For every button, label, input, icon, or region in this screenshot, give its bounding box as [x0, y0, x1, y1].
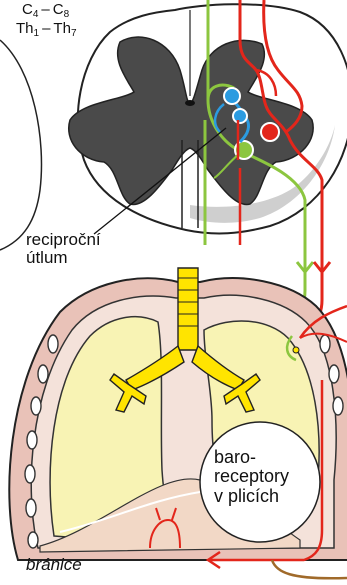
segment-th1: Th1 — [16, 20, 39, 37]
central-canal — [185, 100, 195, 106]
inhibition-line-2: útlum — [26, 249, 101, 267]
segment-label-thoracic: Th1–Th7 — [16, 21, 77, 40]
nerve-junction-dot — [293, 347, 299, 353]
trachea — [178, 268, 198, 350]
interneuron-body-lower — [233, 109, 247, 123]
segment-th7: Th7 — [53, 20, 76, 37]
baroreceptors-line-3: v plicích — [214, 487, 289, 506]
inhibition-line-1: reciproční — [26, 231, 101, 249]
segment-c8: C8 — [53, 1, 69, 18]
motor-neuron-body — [261, 123, 279, 141]
reciprocal-inhibition-label: reciproční útlum — [26, 231, 101, 268]
segment-label-cervical: C4–C8 — [22, 2, 69, 21]
baroreceptors-label: baro- receptory v plicích — [214, 448, 289, 506]
brown-nerve — [272, 560, 347, 578]
left-outline-arc — [0, 40, 41, 250]
baroreceptors-line-2: receptory — [214, 467, 289, 486]
segment-c4: C4 — [22, 1, 38, 18]
diaphragm-label: bránice — [26, 556, 82, 574]
interneuron-body-upper — [224, 88, 240, 104]
baroreceptors-line-1: baro- — [214, 448, 289, 467]
